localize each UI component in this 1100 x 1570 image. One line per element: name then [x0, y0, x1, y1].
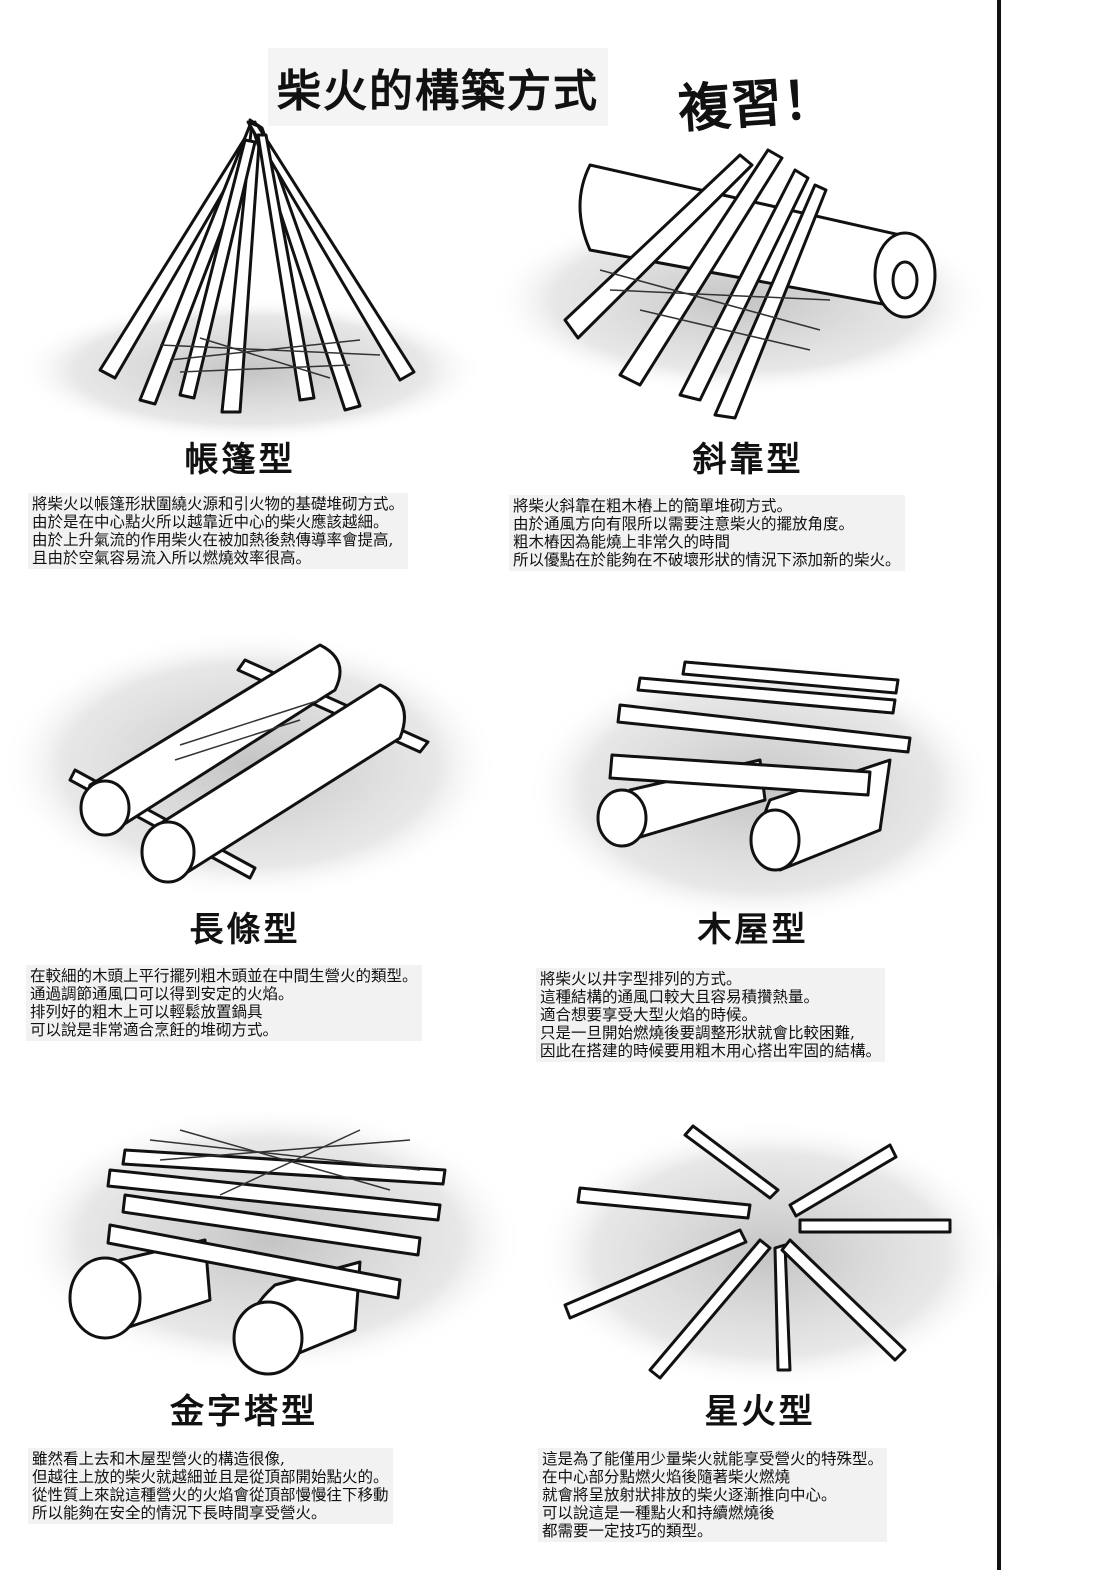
type-desc-log-cabin: 將柴火以井字型排列的方式。 這種結構的通風口較大且容易積攢熱量。 適合想要享受大…: [536, 968, 886, 1062]
desc-line: 由於上升氣流的作用柴火在被加熱後熱傳導率會提高,: [32, 531, 394, 549]
desc-line: 雖然看上去和木屋型營火的構造很像,: [32, 1450, 285, 1468]
desc-line: 粗木樁因為能燒上非常久的時間: [513, 533, 731, 551]
type-name-long-log: 長條型: [189, 910, 301, 950]
type-desc-long-log: 在較細的木頭上平行擺列粗木頭並在中間生營火的類型。 通過調節通風口可以得到安定的…: [26, 965, 422, 1041]
desc-line: 只是一旦開始燃燒後要調整形狀就會比較困難,: [540, 1024, 855, 1042]
desc-line: 在較細的木頭上平行擺列粗木頭並在中間生營火的類型。: [30, 967, 418, 985]
desc-line: 可以說是非常適合烹飪的堆砌方式。: [30, 1021, 279, 1039]
desc-line: 通過調節通風口可以得到安定的火焰。: [30, 985, 294, 1003]
desc-line: 排列好的粗木上可以輕鬆放置鍋具: [30, 1003, 263, 1021]
desc-line: 這是為了能僅用少量柴火就能享受營火的特殊型。: [542, 1450, 884, 1468]
desc-line: 就會將呈放射狀排放的柴火逐漸推向中心。: [542, 1486, 837, 1504]
desc-line: 由於通風方向有限所以需要注意柴火的擺放角度。: [513, 515, 855, 533]
type-desc-pyramid: 雖然看上去和木屋型營火的構造很像, 但越往上放的柴火就越細並且是從頂部開始點火的…: [28, 1448, 393, 1524]
desc-line: 這種結構的通風口較大且容易積攢熱量。: [540, 988, 820, 1006]
desc-line: 適合想要享受大型火焰的時候。: [540, 1006, 758, 1024]
desc-line: 從性質上來說這種營火的火焰會從頂部慢慢往下移動: [32, 1486, 389, 1504]
type-name-pyramid: 金字塔型: [170, 1392, 318, 1432]
page-title: 柴火的構築方式: [268, 48, 608, 126]
type-name-star: 星火型: [704, 1392, 816, 1432]
desc-line: 將柴火以井字型排列的方式。: [540, 970, 742, 988]
type-name-log-cabin: 木屋型: [697, 910, 809, 950]
desc-line: 因此在搭建的時候要用粗木用心搭出牢固的結構。: [540, 1042, 882, 1060]
desc-line: 將柴火斜靠在粗木樁上的簡單堆砌方式。: [513, 497, 793, 515]
desc-line: 可以說這是一種點火和持續燃燒後: [542, 1504, 775, 1522]
desc-line: 且由於空氣容易流入所以燃燒效率很高。: [32, 549, 312, 567]
desc-line: 所以能夠在安全的情況下長時間享受營火。: [32, 1504, 327, 1522]
type-desc-lean-to: 將柴火斜靠在粗木樁上的簡單堆砌方式。 由於通風方向有限所以需要注意柴火的擺放角度…: [509, 495, 905, 571]
desc-line: 所以優點在於能夠在不破壞形狀的情況下添加新的柴火。: [513, 551, 901, 569]
desc-line: 在中心部分點燃火焰後隨著柴火燃燒: [542, 1468, 791, 1486]
type-desc-star: 這是為了能僅用少量柴火就能享受營火的特殊型。 在中心部分點燃火焰後隨著柴火燃燒 …: [538, 1448, 888, 1542]
type-name-lean-to: 斜靠型: [692, 440, 804, 480]
desc-line: 將柴火以帳篷形狀圍繞火源和引火物的基礎堆砌方式。: [32, 495, 405, 513]
desc-line: 但越往上放的柴火就越細並且是從頂部開始點火的。: [32, 1468, 389, 1486]
desc-line: 都需要一定技巧的類型。: [542, 1522, 713, 1540]
type-name-teepee: 帳篷型: [184, 440, 296, 480]
type-desc-teepee: 將柴火以帳篷形狀圍繞火源和引火物的基礎堆砌方式。 由於是在中心點火所以越靠近中心…: [28, 493, 409, 569]
desc-line: 由於是在中心點火所以越靠近中心的柴火應該越細。: [32, 513, 389, 531]
page-border-line: [997, 0, 1001, 1570]
